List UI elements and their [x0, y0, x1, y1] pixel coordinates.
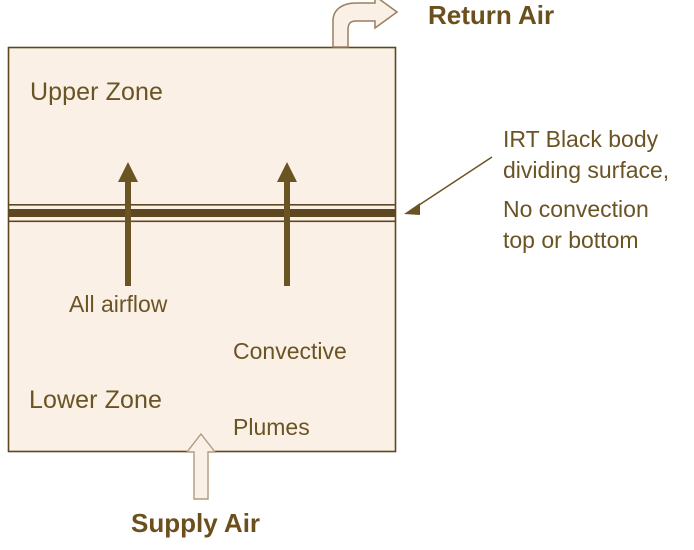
- annotation-leader-line: [404, 156, 493, 215]
- divider-thick-bar: [8, 209, 396, 217]
- zone-box-outline: [7, 46, 397, 453]
- leader-arrow-head: [404, 203, 420, 215]
- label-convective-plumes-line2: Plumes: [233, 414, 310, 440]
- divider-thin-line-bottom: [8, 220, 396, 223]
- label-return-air: Return Air: [428, 0, 555, 30]
- convective-plume-arrow-head: [277, 162, 297, 182]
- supply-air-arrow: [185, 432, 217, 500]
- label-convective-plumes: Convective Plumes: [233, 294, 347, 485]
- return-air-arrow: [332, 0, 399, 48]
- all-airflow-arrow-shaft: [125, 178, 131, 286]
- annotation-line-4: top or bottom: [503, 227, 639, 253]
- annotation-line-1: IRT Black body: [503, 126, 659, 152]
- dividing-surface: [8, 204, 396, 223]
- label-upper-zone: Upper Zone: [30, 78, 164, 106]
- label-supply-air: Supply Air: [131, 508, 261, 538]
- all-airflow-arrow: [118, 162, 138, 286]
- leader-line-stroke: [412, 156, 493, 210]
- label-all-airflow: All airflow: [69, 291, 168, 317]
- annotation-line-2: dividing surface,: [503, 157, 670, 183]
- convective-plume-arrow: [277, 162, 297, 286]
- all-airflow-arrow-head: [118, 162, 138, 182]
- convective-plume-arrow-shaft: [284, 178, 290, 286]
- label-convective-plumes-line1: Convective: [233, 338, 347, 364]
- divider-thin-line-top: [8, 204, 396, 206]
- label-lower-zone: Lower Zone: [29, 386, 163, 414]
- annotation-line-3: No convection: [503, 196, 649, 222]
